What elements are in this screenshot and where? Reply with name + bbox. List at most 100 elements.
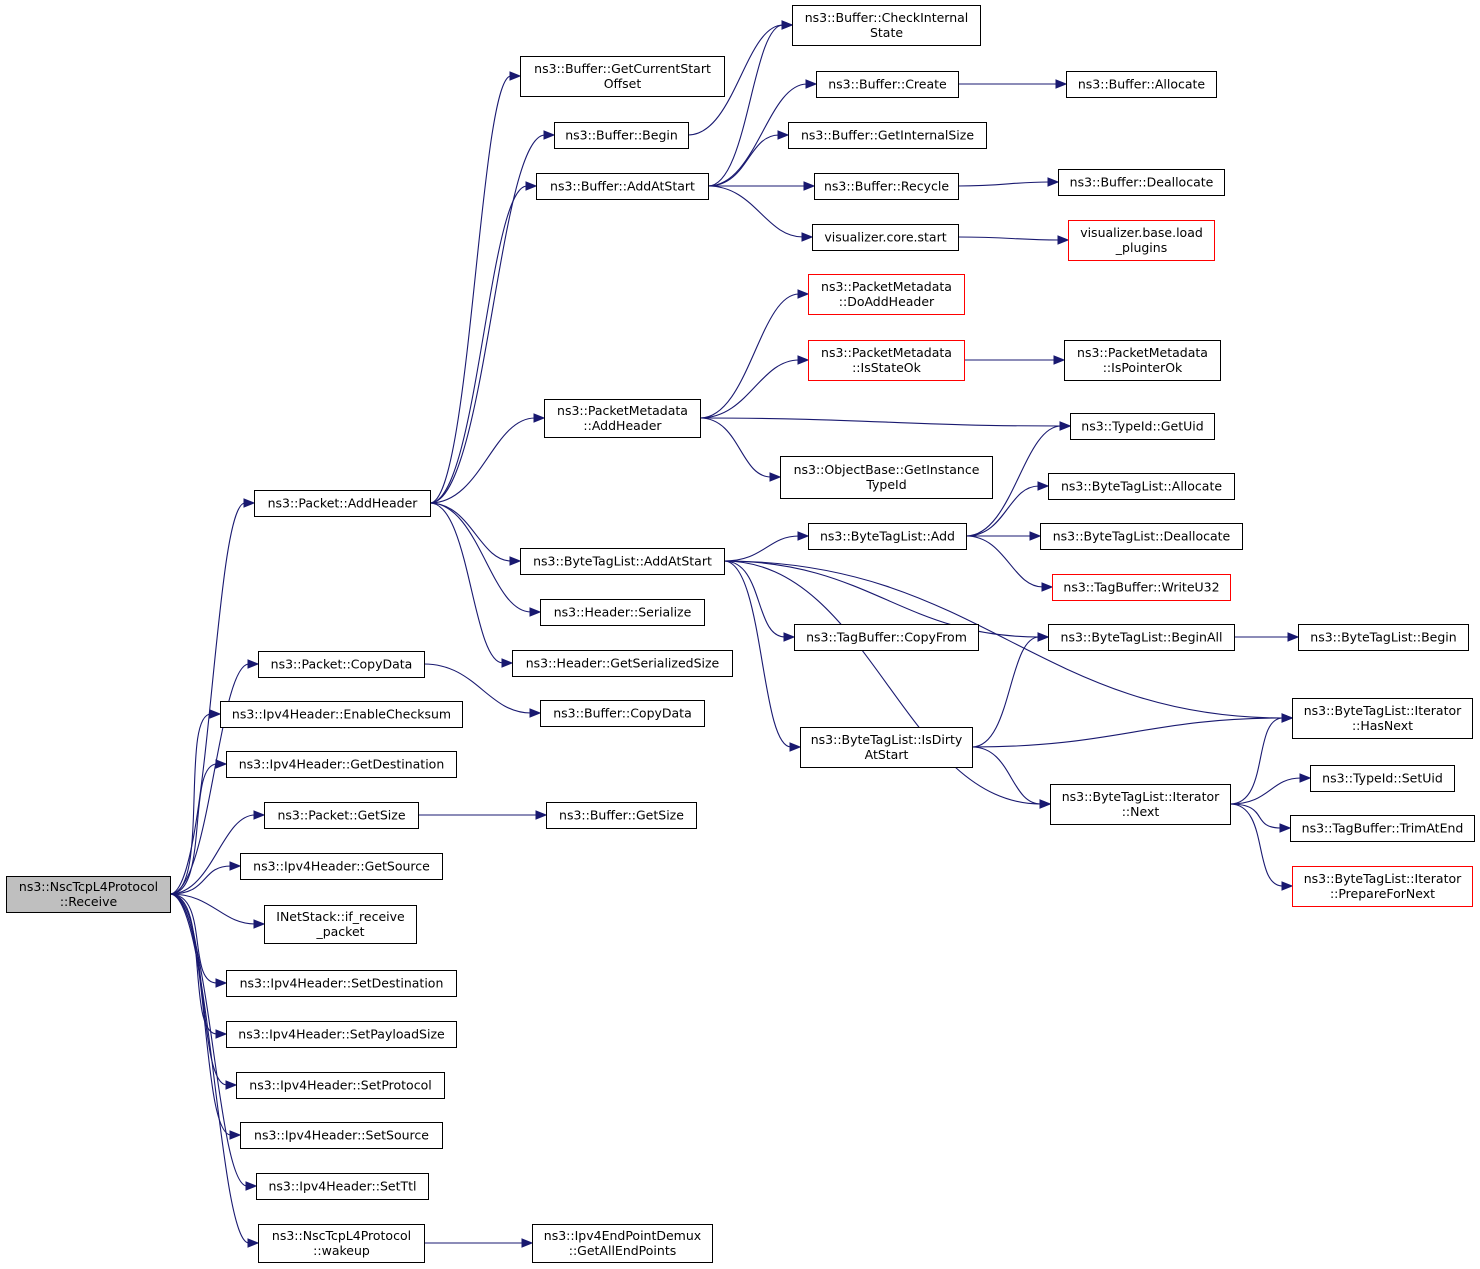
node-label-line: ns3::Packet::AddHeader [268, 496, 419, 511]
arrowhead-btl_add-to-btl_deallocate [1029, 531, 1042, 541]
node-btl-deallocate[interactable]: ns3::ByteTagList::Deallocate [1040, 523, 1243, 550]
node-ipv4-setttl[interactable]: ns3::Ipv4Header::SetTtl [256, 1173, 429, 1200]
node-box [532, 1224, 713, 1263]
node-label-line: ::Next [1122, 804, 1160, 819]
node-pm-doaddheader[interactable]: ns3::PacketMetadata::DoAddHeader [808, 274, 965, 315]
node-buf-allocate[interactable]: ns3::Buffer::Allocate [1066, 71, 1217, 98]
node-box [254, 490, 431, 517]
node-buf-addatstart[interactable]: ns3::Buffer::AddAtStart [536, 173, 709, 200]
node-pm-addheader[interactable]: ns3::PacketMetadata::AddHeader [544, 399, 701, 438]
node-vis-base-load[interactable]: visualizer.base.load_plugins [1068, 220, 1215, 261]
node-label-line: ns3::TypeId::GetUid [1081, 419, 1203, 434]
arrowhead-btl_addatstart-to-btl_add [797, 531, 810, 541]
arrowhead-btl_iter_next-to-tb_trimatend [1279, 823, 1292, 833]
node-box [1050, 784, 1231, 825]
edge-buf_addatstart-to-vis_core_start [707, 185, 804, 238]
node-tb-trimatend[interactable]: ns3::TagBuffer::TrimAtEnd [1290, 815, 1475, 842]
node-ipv4ep-getall[interactable]: ns3::Ipv4EndPointDemux::GetAllEndPoints [532, 1224, 713, 1263]
node-typeid-getuid[interactable]: ns3::TypeId::GetUid [1070, 413, 1215, 440]
node-label-line: ns3::Ipv4Header::SetPayloadSize [238, 1027, 445, 1042]
node-box [226, 751, 457, 778]
node-root[interactable]: ns3::NscTcpL4Protocol::Receive [6, 876, 171, 913]
node-label-line: ::Receive [60, 894, 118, 909]
node-ipv4-setsource[interactable]: ns3::Ipv4Header::SetSource [240, 1122, 443, 1149]
node-ipv4-enablechecksum[interactable]: ns3::Ipv4Header::EnableChecksum [220, 701, 463, 728]
node-box [1052, 574, 1231, 601]
node-box [808, 340, 965, 381]
arrowhead-root-to-ipv4_setttl [245, 1181, 258, 1191]
node-tb-copyfrom[interactable]: ns3::TagBuffer::CopyFrom [794, 624, 979, 651]
node-btl-iter-prepare[interactable]: ns3::ByteTagList::Iterator::PrepareForNe… [1292, 866, 1473, 907]
edge-btl_addatstart-to-btl_add [723, 535, 800, 562]
arrowhead-buf_addatstart-to-buf_recycle [803, 181, 816, 191]
node-label-line: State [870, 25, 903, 40]
arrowhead-buf_addatstart-to-vis_core_start [801, 232, 814, 242]
node-label-line: ns3::Packet::CopyData [271, 657, 413, 672]
node-buf-begin[interactable]: ns3::Buffer::Begin [554, 122, 689, 149]
edge-root-to-pkt_addheader [169, 502, 246, 895]
arrowhead-btl_isdirty-to-btl_iter_next [1039, 799, 1052, 809]
node-label-line: ns3::Ipv4Header::EnableChecksum [232, 707, 451, 722]
node-box [1058, 169, 1225, 196]
node-btl-addatstart[interactable]: ns3::ByteTagList::AddAtStart [520, 548, 725, 575]
edge-root-to-ipv4_setttl [169, 893, 248, 1187]
node-label-line: AtStart [865, 747, 909, 762]
node-buf-create[interactable]: ns3::Buffer::Create [816, 71, 959, 98]
node-label-line: ns3::Buffer::Allocate [1078, 77, 1206, 92]
node-label-line: ns3::Buffer::Recycle [824, 179, 949, 194]
node-pm-ispointerok[interactable]: ns3::PacketMetadata::IsPointerOk [1064, 340, 1221, 381]
node-hdr-serialize[interactable]: ns3::Header::Serialize [540, 599, 705, 626]
node-btl-iter-hasnext[interactable]: ns3::ByteTagList::Iterator::HasNext [1292, 698, 1473, 739]
node-btl-allocate[interactable]: ns3::ByteTagList::Allocate [1048, 473, 1235, 500]
node-btl-add[interactable]: ns3::ByteTagList::Add [808, 523, 967, 550]
node-buf-getinternalsize[interactable]: ns3::Buffer::GetInternalSize [788, 122, 987, 149]
edge-root-to-ipv4_setprotocol [169, 893, 228, 1086]
node-btl-iter-next[interactable]: ns3::ByteTagList::Iterator::Next [1050, 784, 1231, 825]
arrowhead-btl_iter_next-to-typeid_setuid [1299, 773, 1312, 783]
edge-btl_iter_next-to-btl_iter_prepare [1229, 803, 1284, 887]
arrowhead-btl_addatstart-to-tb_copyfrom [783, 632, 796, 642]
node-box [520, 56, 725, 97]
node-buf-getsize[interactable]: ns3::Buffer::GetSize [546, 802, 697, 829]
edge-pm_addheader-to-typeid_getuid [699, 417, 1062, 427]
edge-pm_addheader-to-pm_isstateok [699, 359, 800, 419]
arrowhead-buf_addatstart-to-buf_getinternalsize [777, 130, 790, 140]
edge-root-to-ipv4_enablechecksum [169, 713, 212, 895]
node-buf-recycle[interactable]: ns3::Buffer::Recycle [814, 173, 959, 200]
node-ipv4-setprotocol[interactable]: ns3::Ipv4Header::SetProtocol [236, 1072, 445, 1099]
node-pkt-addheader[interactable]: ns3::Packet::AddHeader [254, 490, 431, 517]
node-ipv4-setpayload[interactable]: ns3::Ipv4Header::SetPayloadSize [226, 1021, 457, 1048]
node-btl-beginall[interactable]: ns3::ByteTagList::BeginAll [1048, 624, 1235, 651]
node-label-line: ns3::Ipv4Header::SetProtocol [249, 1078, 431, 1093]
node-tb-writeu32[interactable]: ns3::TagBuffer::WriteU32 [1052, 574, 1231, 601]
node-box [1292, 866, 1473, 907]
node-inet-ifreceive[interactable]: INetStack::if_receive_packet [264, 905, 417, 944]
node-label-line: ::GetAllEndPoints [569, 1243, 677, 1258]
node-pkt-getsize[interactable]: ns3::Packet::GetSize [264, 802, 419, 829]
node-label-line: ns3::NscTcpL4Protocol [19, 879, 158, 894]
node-buf-copydata[interactable]: ns3::Buffer::CopyData [540, 700, 705, 727]
node-box [1048, 473, 1235, 500]
node-buf-deallocate[interactable]: ns3::Buffer::Deallocate [1058, 169, 1225, 196]
node-ipv4-setdest[interactable]: ns3::Ipv4Header::SetDestination [226, 970, 457, 997]
node-label-line: ns3::NscTcpL4Protocol [272, 1228, 411, 1243]
node-pkt-copydata[interactable]: ns3::Packet::CopyData [258, 651, 425, 678]
node-label-line: ns3::TagBuffer::TrimAtEnd [1302, 821, 1464, 836]
node-pm-isstateok[interactable]: ns3::PacketMetadata::IsStateOk [808, 340, 965, 381]
node-typeid-setuid[interactable]: ns3::TypeId::SetUid [1310, 765, 1455, 792]
node-label-line: ns3::Buffer::GetSize [559, 808, 684, 823]
arrowhead-pkt_copydata-to-buf_copydata [529, 708, 542, 718]
node-label-line: ns3::Ipv4Header::GetSource [253, 859, 430, 874]
edge-buf_addatstart-to-buf_getinternalsize [707, 134, 780, 187]
node-nsc-wakeup[interactable]: ns3::NscTcpL4Protocol::wakeup [258, 1224, 425, 1263]
node-label-line: ns3::ByteTagList::IsDirty [811, 732, 963, 747]
node-hdr-getserializedsize[interactable]: ns3::Header::GetSerializedSize [512, 650, 733, 677]
node-vis-core-start[interactable]: visualizer.core.start [812, 224, 959, 251]
node-btl-begin[interactable]: ns3::ByteTagList::Begin [1298, 624, 1469, 651]
node-ipv4-getsource[interactable]: ns3::Ipv4Header::GetSource [240, 853, 443, 880]
node-ipv4-getdest[interactable]: ns3::Ipv4Header::GetDestination [226, 751, 457, 778]
